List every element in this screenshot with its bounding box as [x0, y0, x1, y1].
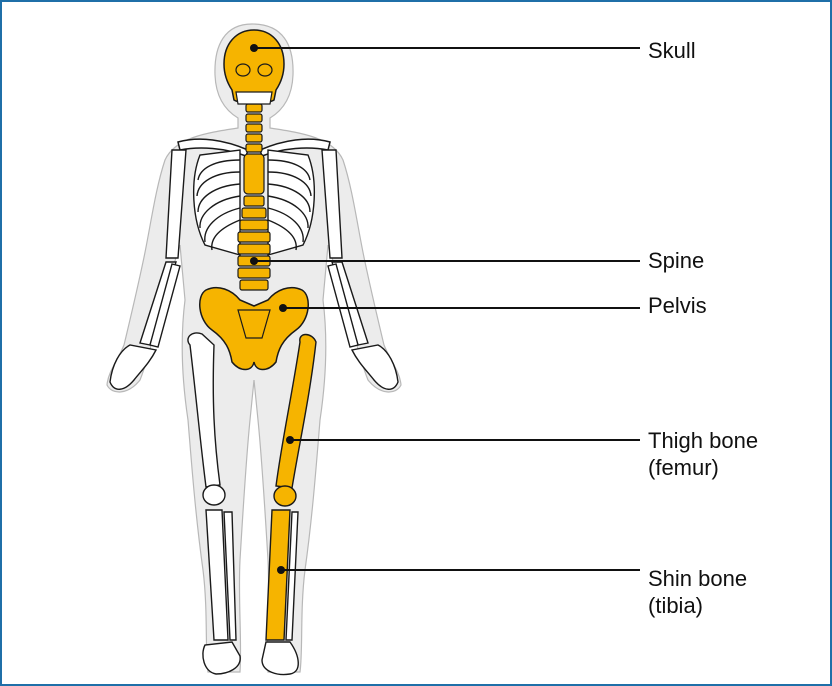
label-spine-text: Spine	[648, 247, 704, 274]
jaw	[236, 92, 272, 104]
label-tibia-line1: Shin bone	[648, 565, 747, 592]
label-tibia: Shin bone (tibia)	[648, 565, 747, 619]
label-femur-line2: (femur)	[648, 454, 758, 481]
label-femur: Thigh bone (femur)	[648, 427, 758, 481]
eye-socket-left	[236, 64, 250, 76]
eye-socket-right	[258, 64, 272, 76]
label-pelvis-text: Pelvis	[648, 292, 707, 319]
foot-right	[262, 642, 298, 674]
label-tibia-line2: (tibia)	[648, 592, 747, 619]
label-pelvis: Pelvis	[648, 292, 707, 319]
label-skull-text: Skull	[648, 37, 696, 64]
label-skull: Skull	[648, 37, 696, 64]
label-spine: Spine	[648, 247, 704, 274]
kneecap	[274, 486, 296, 506]
label-femur-line1: Thigh bone	[648, 427, 758, 454]
